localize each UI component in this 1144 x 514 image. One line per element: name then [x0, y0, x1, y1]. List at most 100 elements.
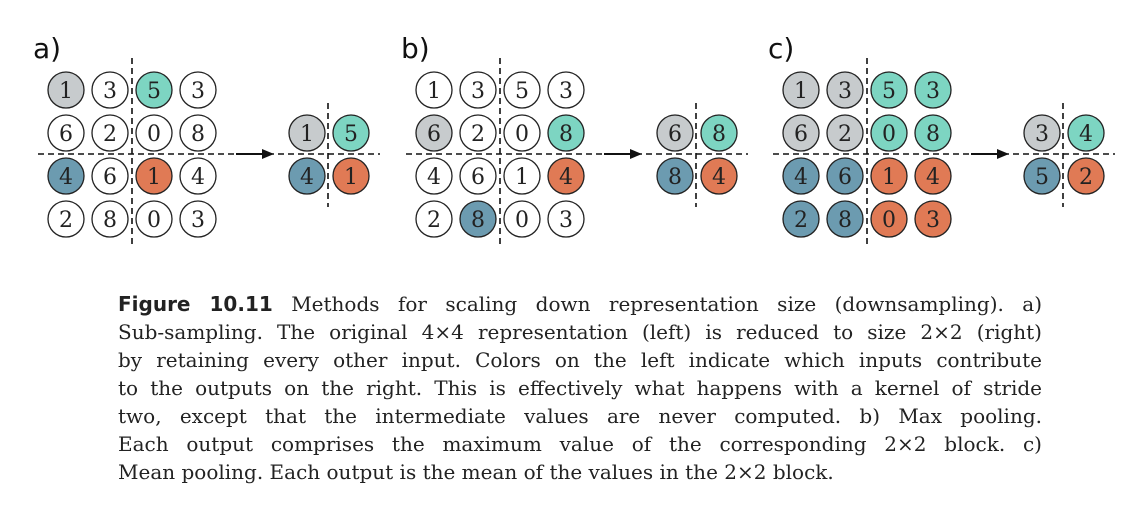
- value-label: 0: [147, 208, 161, 233]
- value-circle: [415, 157, 453, 195]
- caption-line: Each output comprises the maximum value …: [118, 432, 1042, 456]
- value-label: 1: [515, 165, 529, 190]
- value-label: 5: [147, 79, 161, 104]
- value-circle: [503, 157, 541, 195]
- value-circle: [782, 157, 820, 195]
- value-label: 8: [926, 122, 940, 147]
- value-label: 5: [515, 79, 529, 104]
- value-circle: [547, 200, 585, 238]
- value-label: 4: [926, 165, 940, 190]
- figure-number: Figure 10.11: [118, 292, 273, 316]
- value-circle: [870, 200, 908, 238]
- value-circle: [415, 200, 453, 238]
- value-label: 6: [471, 165, 485, 190]
- value-label: 5: [1035, 165, 1049, 190]
- value-label: 8: [712, 122, 726, 147]
- value-circle: [914, 200, 952, 238]
- value-circle: [914, 114, 952, 152]
- value-circle: [91, 157, 129, 195]
- value-label: 2: [103, 122, 117, 147]
- value-label: 0: [515, 122, 529, 147]
- value-label: 4: [59, 165, 73, 190]
- caption-line: Sub-sampling. The original 4×4 represent…: [118, 320, 1042, 344]
- value-circle: [179, 157, 217, 195]
- value-label: 8: [838, 208, 852, 233]
- value-circle: [91, 71, 129, 109]
- value-circle: [179, 200, 217, 238]
- caption-line: Figure 10.11 Methods for scaling down re…: [118, 292, 1043, 316]
- value-circle: [288, 114, 326, 152]
- caption-line: by retaining every other input. Colors o…: [118, 348, 1042, 372]
- arrow-icon: [997, 149, 1009, 159]
- value-circle: [179, 71, 217, 109]
- panel-label: b): [401, 32, 430, 65]
- value-label: 1: [300, 122, 314, 147]
- value-label: 2: [1079, 165, 1093, 190]
- value-circle: [700, 114, 738, 152]
- arrow-icon: [630, 149, 642, 159]
- value-label: 6: [427, 122, 441, 147]
- value-circle: [415, 71, 453, 109]
- value-label: 3: [1035, 122, 1049, 147]
- value-circle: [459, 114, 497, 152]
- value-label: 8: [103, 208, 117, 233]
- value-circle: [870, 114, 908, 152]
- value-circle: [288, 157, 326, 195]
- value-label: 3: [103, 79, 117, 104]
- value-label: 6: [668, 122, 682, 147]
- value-circle: [1067, 114, 1105, 152]
- value-label: 3: [559, 208, 573, 233]
- value-circle: [914, 157, 952, 195]
- value-label: 0: [882, 122, 896, 147]
- value-label: 1: [147, 165, 161, 190]
- value-circle: [91, 200, 129, 238]
- value-circle: [332, 157, 370, 195]
- value-label: 4: [191, 165, 205, 190]
- value-label: 3: [838, 79, 852, 104]
- value-circle: [135, 157, 173, 195]
- value-label: 3: [191, 208, 205, 233]
- value-circle: [547, 114, 585, 152]
- value-circle: [415, 114, 453, 152]
- value-label: 2: [471, 122, 485, 147]
- value-label: 8: [559, 122, 573, 147]
- value-label: 4: [427, 165, 441, 190]
- value-circle: [179, 114, 217, 152]
- value-label: 8: [191, 122, 205, 147]
- value-circle: [656, 157, 694, 195]
- value-circle: [135, 114, 173, 152]
- value-label: 5: [344, 122, 358, 147]
- value-label: 1: [59, 79, 73, 104]
- value-label: 4: [794, 165, 808, 190]
- value-circle: [826, 157, 864, 195]
- value-label: 3: [471, 79, 485, 104]
- value-label: 4: [300, 165, 314, 190]
- value-label: 8: [471, 208, 485, 233]
- value-label: 4: [1079, 122, 1093, 147]
- value-label: 0: [147, 122, 161, 147]
- value-circle: [1023, 157, 1061, 195]
- value-circle: [47, 114, 85, 152]
- value-circle: [47, 157, 85, 195]
- value-circle: [459, 200, 497, 238]
- value-label: 4: [559, 165, 573, 190]
- value-circle: [656, 114, 694, 152]
- value-circle: [1067, 157, 1105, 195]
- value-label: 0: [515, 208, 529, 233]
- value-label: 1: [427, 79, 441, 104]
- panel-label: a): [33, 32, 61, 65]
- value-label: 1: [344, 165, 358, 190]
- value-label: 6: [103, 165, 117, 190]
- value-label: 3: [926, 79, 940, 104]
- value-circle: [503, 71, 541, 109]
- figure-caption: Figure 10.11 Methods for scaling down re…: [118, 290, 1042, 486]
- value-label: 2: [794, 208, 808, 233]
- value-circle: [826, 71, 864, 109]
- value-circle: [870, 71, 908, 109]
- value-label: 6: [794, 122, 808, 147]
- value-circle: [459, 157, 497, 195]
- value-circle: [1023, 114, 1061, 152]
- downsampling-figure: a) 1 3 5 3 6 2 0 8 4 6 1 4 2 8 0 3 1 5 4 1 b) 1 3 5 3 6 2 0 8 4 6 1 4 2 8 0 3…: [33, 32, 1115, 247]
- value-label: 5: [882, 79, 896, 104]
